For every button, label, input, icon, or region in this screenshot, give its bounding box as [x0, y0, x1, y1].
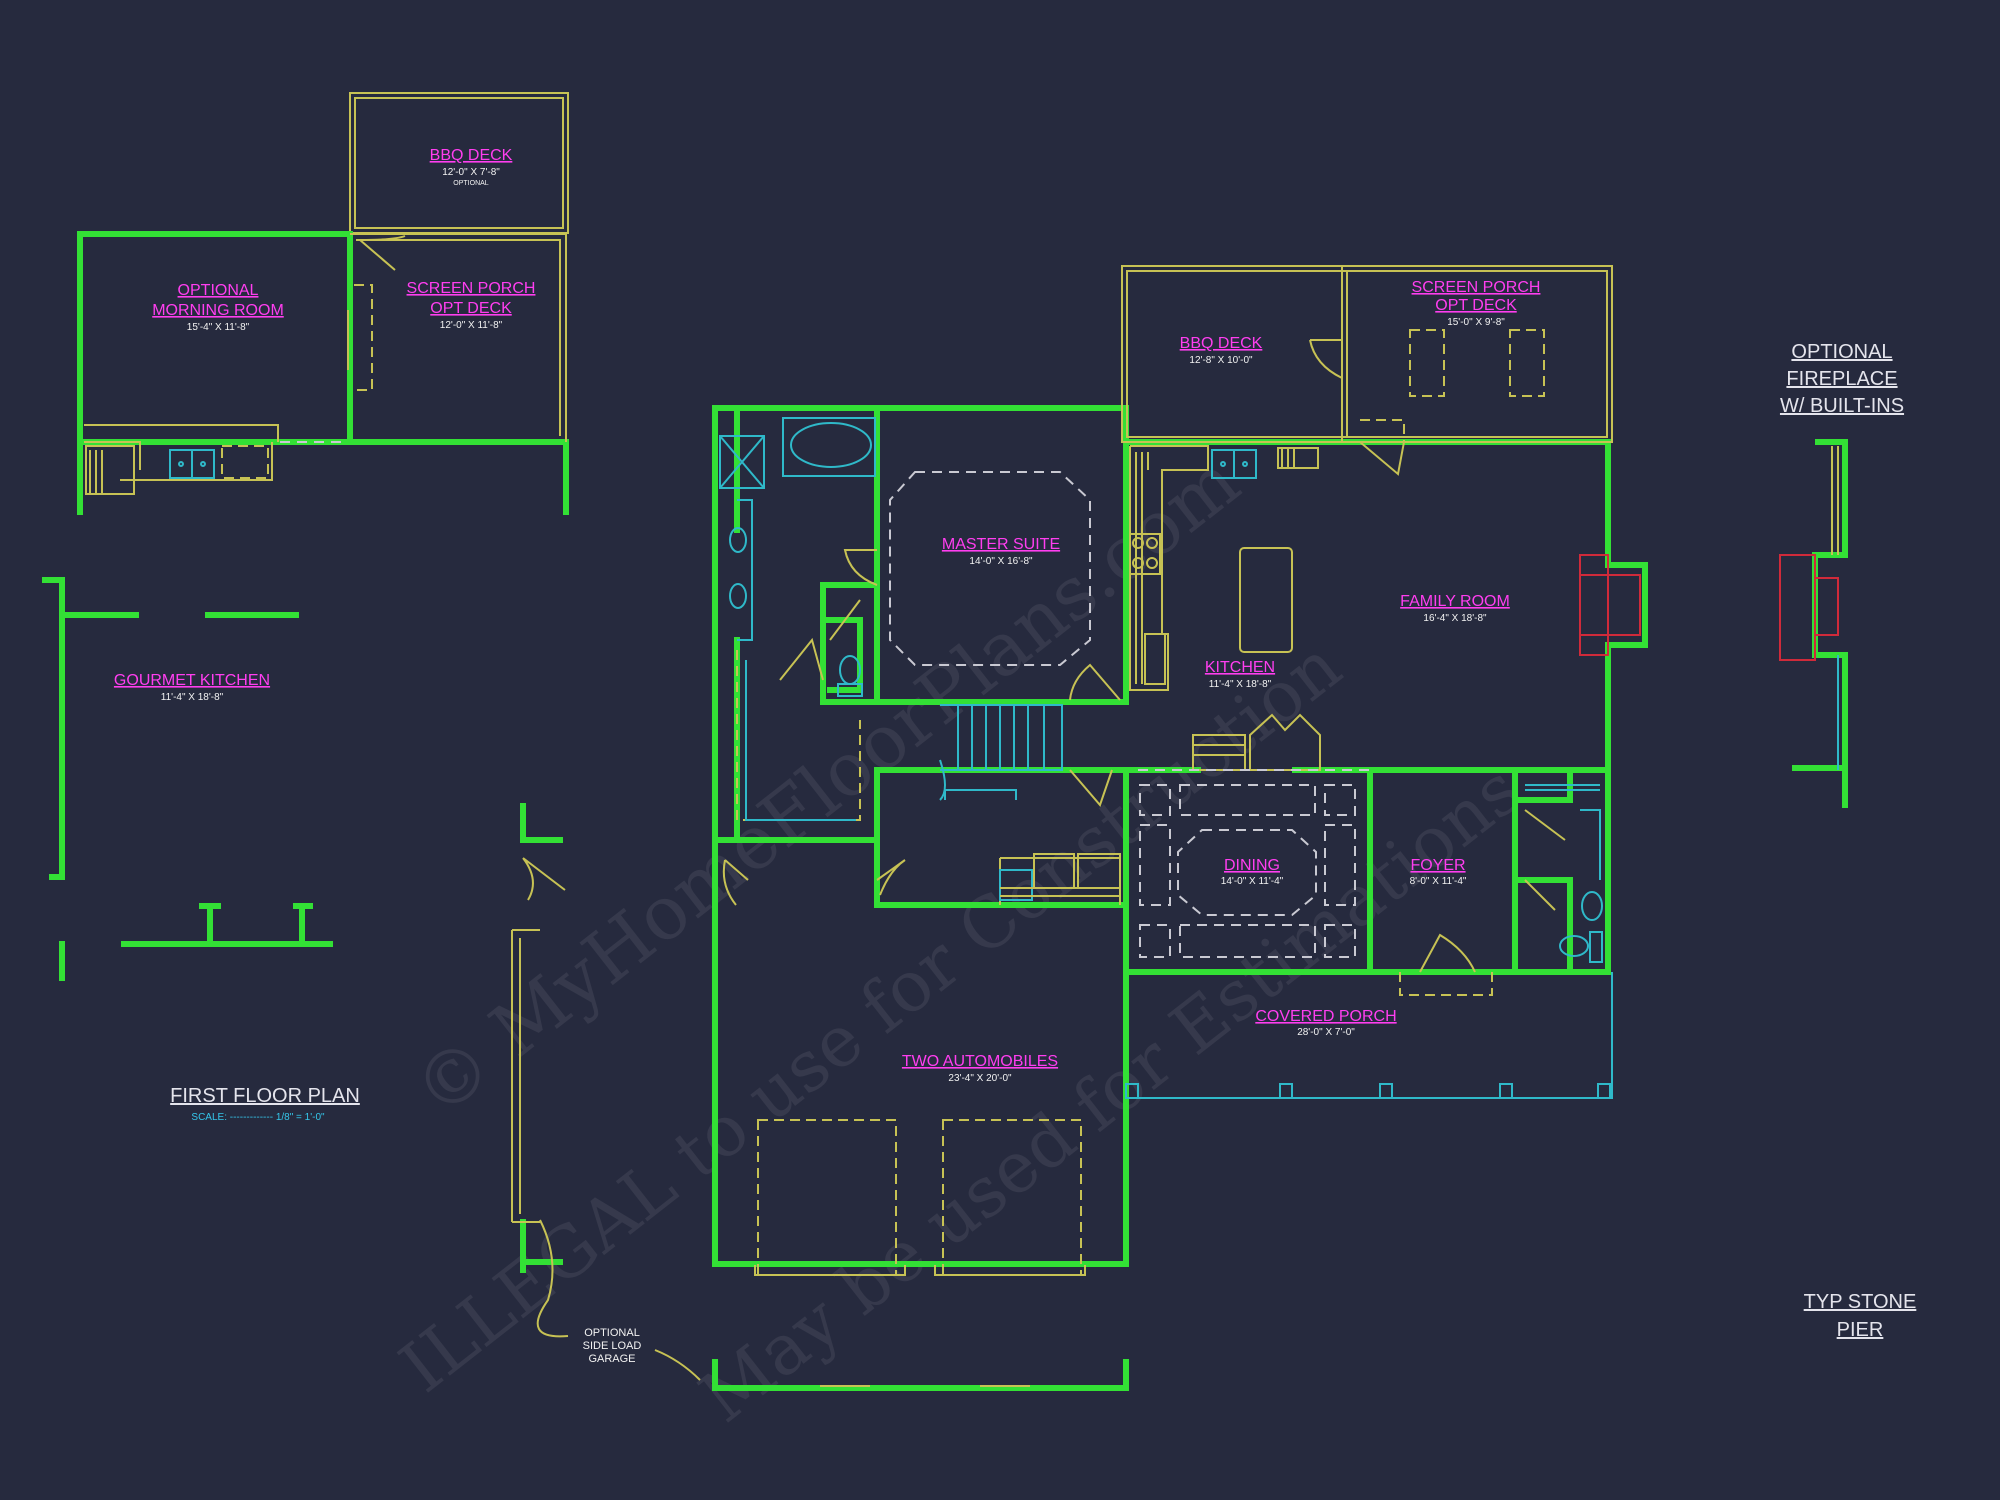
fireplace-label-line3: W/ BUILT-INS: [1780, 395, 1904, 417]
side-load-garage-plan: [511, 803, 569, 1338]
room-morning-room-line1: OPTIONAL: [178, 282, 259, 299]
plan-scale: SCALE: ------------- 1/8" = 1'-0": [191, 1112, 325, 1123]
room-screen-porch-optional-dims: 12'-0" X 11'-8": [440, 320, 503, 331]
room-bbq-deck-optional-dims: 12'-0" X 7'-8": [442, 167, 500, 178]
side-load-label-line2: SIDE LOAD: [583, 1340, 642, 1352]
room-master-suite: MASTER SUITE: [942, 536, 1060, 553]
room-covered-porch-dims: 28'-0" X 7'-0": [1297, 1027, 1355, 1038]
room-morning-room-line2: MORNING ROOM: [152, 302, 284, 319]
room-bbq-deck: BBQ DECK: [1180, 335, 1263, 352]
room-labels: BBQ DECK 12'-0" X 7'-8" OPTIONAL OPTIONA…: [114, 147, 1541, 1084]
room-screen-porch-line1: SCREEN PORCH: [1412, 279, 1541, 296]
room-kitchen-dims: 11'-4" X 18'-8": [1209, 679, 1272, 690]
sheet-labels: FIRST FLOOR PLAN SCALE: ------------- 1/…: [170, 341, 1917, 1381]
room-gourmet-kitchen-dims: 11'-4" X 18'-8": [161, 692, 224, 703]
room-morning-room-dims: 15'-4" X 11'-8": [187, 322, 250, 333]
room-bbq-deck-optional-note: OPTIONAL: [453, 180, 489, 187]
stone-pier-label-line1: TYP STONE: [1804, 1291, 1917, 1313]
fireplace-detail: [1779, 439, 1848, 808]
plan-title: FIRST FLOOR PLAN: [170, 1085, 360, 1107]
room-screen-porch-optional-line2: OPT DECK: [430, 300, 512, 317]
main-house-plan: [712, 265, 1648, 1391]
room-gourmet-kitchen: GOURMET KITCHEN: [114, 672, 270, 689]
room-family-room: FAMILY ROOM: [1400, 593, 1510, 610]
room-covered-porch: COVERED PORCH: [1255, 1008, 1396, 1025]
side-load-label-line3: GARAGE: [588, 1353, 635, 1365]
room-foyer-dims: 8'-0" X 11'-4": [1410, 876, 1467, 887]
gourmet-kitchen-plan: [42, 577, 333, 981]
room-family-room-dims: 16'-4" X 18'-8": [1423, 613, 1487, 624]
room-bbq-deck-dims: 12'-8" X 10'-0": [1189, 355, 1253, 366]
room-two-automobiles: TWO AUTOMOBILES: [902, 1053, 1058, 1070]
room-screen-porch-dims: 15'-0" X 9'-8": [1447, 317, 1505, 328]
side-load-leader: [654, 1349, 701, 1381]
room-dining: DINING: [1224, 857, 1280, 874]
room-screen-porch-optional-line1: SCREEN PORCH: [407, 280, 536, 297]
fireplace-label-line1: OPTIONAL: [1791, 341, 1892, 363]
room-dining-dims: 14'-0" X 11'-4": [1221, 876, 1284, 887]
room-screen-porch-line2: OPT DECK: [1435, 297, 1517, 314]
fireplace-label-line2: FIREPLACE: [1786, 368, 1897, 390]
room-bbq-deck-optional: BBQ DECK: [430, 147, 513, 164]
side-load-label-line1: OPTIONAL: [584, 1327, 640, 1339]
room-kitchen: KITCHEN: [1205, 659, 1275, 676]
stone-pier-label-line2: PIER: [1837, 1319, 1884, 1341]
room-master-suite-dims: 14'-0" X 16'-8": [969, 556, 1033, 567]
watermark: © MyHomeFloorPlans.com ILLEGAL to use fo…: [385, 438, 1536, 1438]
room-two-automobiles-dims: 23'-4" X 20'-0": [948, 1073, 1012, 1084]
optional-wing-plan: [77, 92, 569, 515]
room-foyer: FOYER: [1410, 857, 1465, 874]
